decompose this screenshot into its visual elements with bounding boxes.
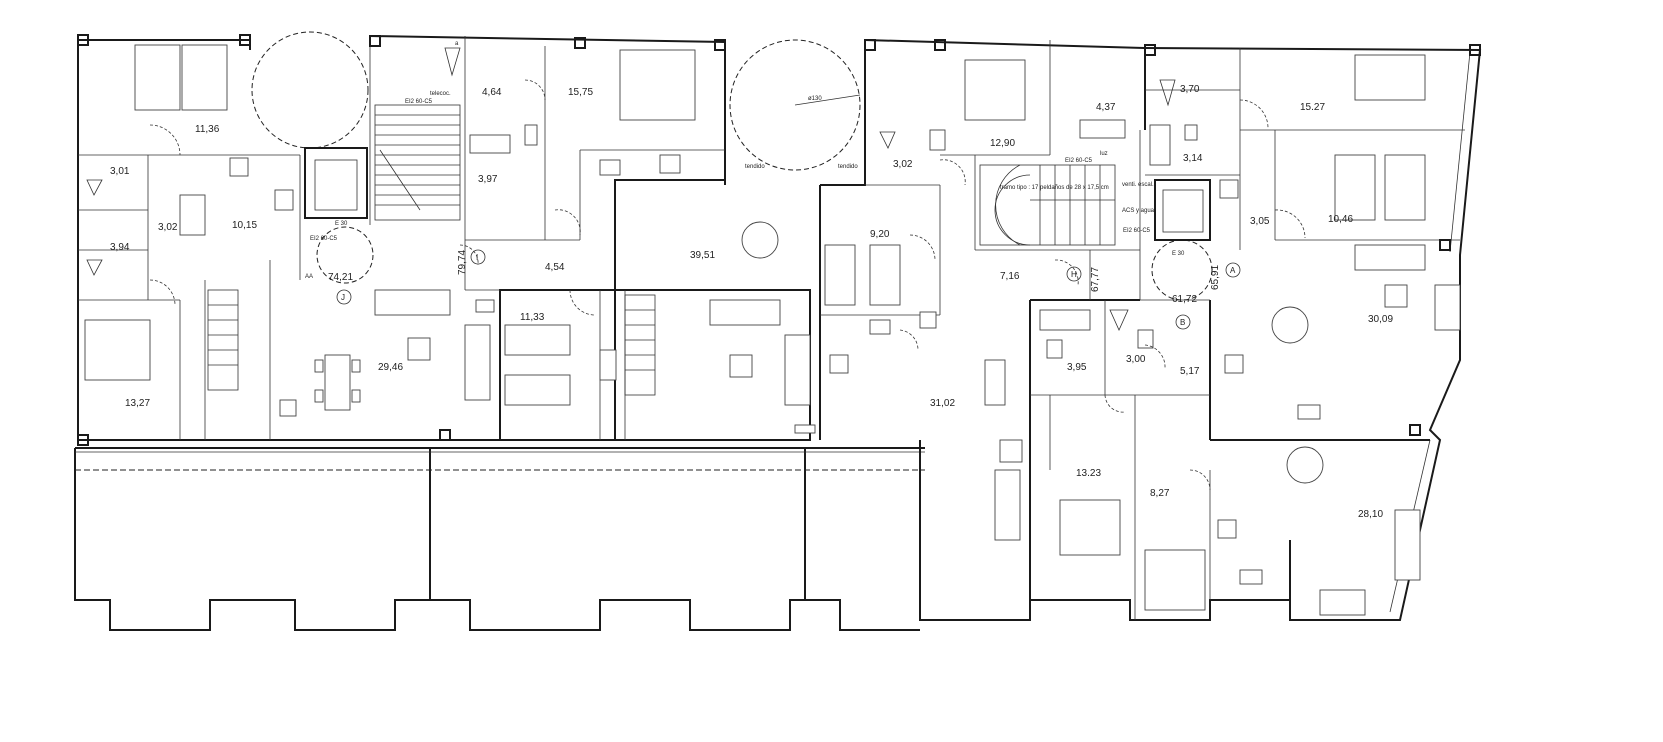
room-label: 4,64 <box>482 87 502 98</box>
exterior-walls <box>77 35 1482 621</box>
room-label: 11,33 <box>520 312 545 323</box>
room-label: 4,37 <box>1096 102 1116 113</box>
room-label: 67,77 <box>1090 267 1101 292</box>
door-swings <box>149 79 1306 491</box>
room-label: 3,70 <box>1180 84 1200 95</box>
marker-letter: A <box>1230 266 1236 275</box>
room-label: 15.27 <box>1300 102 1325 113</box>
room-label: 5,17 <box>1180 366 1200 377</box>
fire-door-note: EI2 60-C5 <box>405 99 433 105</box>
acs-note: ACS y agua <box>1122 208 1155 214</box>
marker-letter: J <box>341 293 345 302</box>
a-mark: a <box>455 41 459 47</box>
room-label: 3,02 <box>158 222 178 233</box>
tendido-note: tendido <box>838 164 858 170</box>
room-label: 28,10 <box>1358 509 1383 520</box>
fixtures <box>86 47 1321 585</box>
dining-and-sofas <box>179 194 1461 616</box>
staircases <box>207 104 1116 396</box>
stair-note: tramo tipo : 17 peldaños de 28 x 17,5 cm <box>1000 185 1109 191</box>
luz-note: luz <box>1100 151 1108 157</box>
diameter-note: ø130 <box>808 96 822 102</box>
room-label: 3,01 <box>110 166 130 177</box>
room-label: 10,46 <box>1328 214 1353 225</box>
room-label: 13.23 <box>1076 468 1101 479</box>
room-label: 3,97 <box>478 174 498 185</box>
tendido-note: tendido <box>745 164 765 170</box>
room-label: 74,21 <box>328 272 353 283</box>
room-label: 29,46 <box>378 362 403 373</box>
telecoc-note: telecoc. <box>430 91 451 97</box>
fire-door-note: EI2 60-C5 <box>1065 158 1093 164</box>
room-label: 30,09 <box>1368 314 1393 325</box>
room-labels: 11,36 3,01 3,02 3,94 10,15 13,27 74,21 2… <box>110 84 1393 520</box>
room-label: 79,74 <box>457 250 468 275</box>
room-label: 39,51 <box>690 250 715 261</box>
room-label: 3,94 <box>110 242 130 253</box>
room-label: 61,72 <box>1172 294 1197 305</box>
room-label: 7,16 <box>1000 271 1020 282</box>
room-label: 8,27 <box>1150 488 1170 499</box>
room-label: 9,20 <box>870 229 890 240</box>
room-label: 3,14 <box>1183 153 1203 164</box>
terrace-circles <box>251 31 1213 301</box>
room-label: 3,95 <box>1067 362 1087 373</box>
fire-door-note: E 30 <box>335 221 348 227</box>
room-label: 10,15 <box>232 220 257 231</box>
aa-note: AA <box>305 274 313 280</box>
pillars <box>77 34 1481 446</box>
marker-letter: H <box>1071 270 1077 279</box>
fire-door-note: EI2 60-C5 <box>310 236 338 242</box>
room-label: 4,54 <box>545 262 565 273</box>
terrace-band <box>74 447 925 631</box>
room-label: 3,02 <box>893 159 913 170</box>
interior-walls <box>78 36 1465 620</box>
room-label: 15,75 <box>568 87 593 98</box>
fire-door-note: E 30 <box>1172 251 1185 257</box>
room-label: 3,05 <box>1250 216 1270 227</box>
marker-letter: I <box>476 253 478 262</box>
fire-door-note: EI2 60-C5 <box>1123 228 1151 234</box>
room-label: 13,27 <box>125 398 150 409</box>
marker-letter: B <box>1180 318 1185 327</box>
room-label: 31,02 <box>930 398 955 409</box>
annotations: E 30 EI2 60-C5 EI2 60-C5 EI2 60-C5 EI2 6… <box>305 41 1185 280</box>
room-label: 3,00 <box>1126 354 1146 365</box>
circled-markers: J I H A B <box>336 249 1241 330</box>
room-label: 65,91 <box>1210 265 1221 290</box>
room-label: 11,36 <box>195 124 220 135</box>
room-label: 12,90 <box>990 138 1015 149</box>
venti-note: venti. escal. <box>1122 182 1154 188</box>
lifts <box>304 147 1211 241</box>
beds <box>84 44 1426 611</box>
